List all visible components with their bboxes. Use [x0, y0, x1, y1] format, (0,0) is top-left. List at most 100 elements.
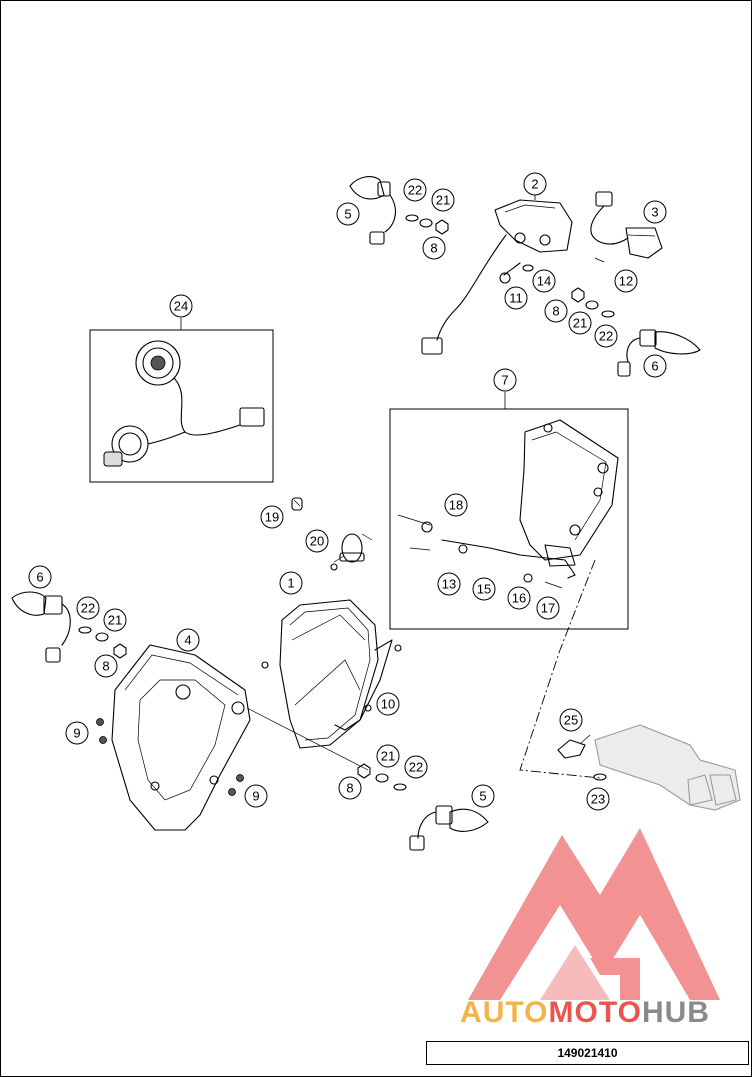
svg-text:20: 20 — [310, 534, 324, 549]
svg-text:10: 10 — [381, 697, 395, 712]
part-3-plate-lamp — [590, 191, 663, 259]
diagram-code: 149021410 — [557, 1046, 618, 1060]
svg-text:21: 21 — [573, 316, 587, 331]
callout-13: 13 — [437, 572, 461, 596]
svg-text:5: 5 — [344, 207, 351, 222]
svg-text:15: 15 — [477, 582, 491, 597]
part-4-headlight-mask — [111, 644, 369, 831]
callout-2: 2 — [523, 172, 547, 196]
logo-triangle-outer — [468, 828, 720, 1000]
callout-16: 16 — [507, 586, 531, 610]
callout-22-upper-left: 22 — [403, 178, 427, 202]
callout-22-bottom: 22 — [404, 755, 428, 779]
hardware-upper-left — [405, 214, 449, 235]
callout-19: 19 — [260, 505, 284, 529]
svg-text:18: 18 — [449, 498, 463, 513]
washer-22-left — [78, 626, 92, 634]
svg-text:22: 22 — [599, 329, 613, 344]
group-box-24 — [89, 329, 274, 483]
svg-text:22: 22 — [409, 760, 423, 775]
callout-3: 3 — [643, 200, 667, 224]
callout-6-left: 6 — [28, 565, 52, 589]
part-7-bracket — [397, 419, 619, 589]
svg-text:8: 8 — [430, 241, 437, 256]
svg-text:9: 9 — [73, 726, 80, 741]
leader-23 — [519, 559, 601, 779]
svg-text:11: 11 — [509, 291, 523, 306]
callout-5-upper: 5 — [336, 202, 360, 226]
callout-9-right: 9 — [244, 784, 268, 808]
hardware-upper-right — [499, 257, 615, 318]
callout-21-left: 21 — [103, 608, 127, 632]
callout-8-upper-left: 8 — [422, 236, 446, 260]
callout-8-left: 8 — [94, 654, 118, 678]
logo-g-hook — [590, 958, 640, 1000]
svg-text:7: 7 — [501, 373, 508, 388]
part-24-socket — [103, 340, 265, 467]
svg-text:8: 8 — [346, 781, 353, 796]
callouts: 1 2 3 5 5 6 6 7 8 8 8 9 9 10 11 12 13 14… — [28, 172, 667, 811]
part-6-turn-signal-left — [11, 591, 71, 663]
part-23-plate-holder — [557, 724, 741, 811]
part-5-turn-signal-upper — [349, 176, 396, 245]
svg-text:22: 22 — [408, 183, 422, 198]
logo-mark — [468, 828, 720, 1000]
svg-text:19: 19 — [265, 510, 279, 525]
logo-word-moto: MOTO — [548, 996, 642, 1029]
screws-9 — [96, 718, 244, 796]
svg-text:5: 5 — [479, 789, 486, 804]
nut-8-left — [113, 643, 127, 659]
callout-12: 12 — [614, 269, 638, 293]
svg-text:4: 4 — [184, 633, 191, 648]
washer-22-bottom — [393, 783, 407, 791]
callout-20: 20 — [305, 529, 329, 553]
part-2-taillight — [421, 195, 573, 355]
svg-text:17: 17 — [541, 601, 555, 616]
part-1-headlight — [261, 563, 402, 749]
svg-text:13: 13 — [442, 577, 456, 592]
svg-text:12: 12 — [619, 274, 633, 289]
callout-7: 7 — [493, 368, 517, 392]
callout-8-bottom: 8 — [338, 776, 362, 800]
washer-21-left — [95, 632, 109, 642]
callout-18: 18 — [444, 493, 468, 517]
callout-5-lower: 5 — [471, 784, 495, 808]
callout-21-upper-left: 21 — [431, 188, 455, 212]
svg-text:6: 6 — [36, 570, 43, 585]
group-box-7 — [389, 408, 629, 630]
svg-text:25: 25 — [564, 713, 578, 728]
callout-24: 24 — [169, 294, 193, 318]
callout-21-bottom: 21 — [376, 744, 400, 768]
part-6-turn-signal-right — [617, 329, 701, 377]
svg-text:14: 14 — [537, 274, 551, 289]
callout-8-upper-right: 8 — [544, 299, 568, 323]
nut-8-bottom — [357, 763, 371, 779]
callout-10: 10 — [376, 692, 400, 716]
callout-17: 17 — [536, 596, 560, 620]
svg-text:21: 21 — [436, 193, 450, 208]
callout-14: 14 — [532, 269, 556, 293]
logo-wordmark: AUTOMOTOHUB — [422, 996, 748, 1030]
callout-6-right: 6 — [643, 354, 667, 378]
svg-text:22: 22 — [81, 601, 95, 616]
callout-25: 25 — [559, 708, 583, 732]
svg-text:9: 9 — [252, 789, 259, 804]
diagram-code-box: 149021410 — [426, 1041, 749, 1065]
part-20-bulb-h4 — [333, 533, 373, 563]
svg-text:6: 6 — [651, 359, 658, 374]
callout-15: 15 — [472, 577, 496, 601]
logo-word-hub: HUB — [641, 996, 710, 1029]
callout-4: 4 — [176, 628, 200, 652]
logo-triangle-inner — [540, 945, 610, 1000]
svg-text:16: 16 — [512, 591, 526, 606]
callout-11: 11 — [504, 286, 528, 310]
svg-text:24: 24 — [174, 299, 188, 314]
part-5-turn-signal-lower — [409, 805, 489, 851]
part-19-bulb-small — [291, 497, 303, 511]
svg-text:8: 8 — [552, 304, 559, 319]
svg-text:2: 2 — [531, 177, 538, 192]
callout-22-upper-right: 22 — [594, 324, 618, 348]
svg-text:1: 1 — [287, 576, 294, 591]
svg-text:8: 8 — [102, 659, 109, 674]
